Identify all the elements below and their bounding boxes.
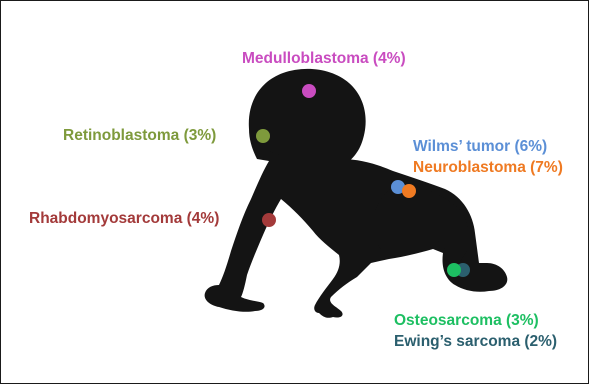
osteosarcoma-marker — [447, 263, 461, 277]
medulloblastoma-marker — [302, 84, 316, 98]
neuroblastoma-marker — [402, 184, 416, 198]
rhabdomyosarcoma-label: Rhabdomyosarcoma (4%) — [29, 210, 219, 228]
retinoblastoma-marker — [256, 129, 270, 143]
osteosarcoma-label: Osteosarcoma (3%) — [394, 312, 539, 330]
rhabdomyosarcoma-marker — [262, 213, 276, 227]
ewings-sarcoma-label: Ewing’s sarcoma (2%) — [394, 333, 557, 351]
medulloblastoma-label: Medulloblastoma (4%) — [242, 50, 406, 68]
baby-ear — [346, 105, 364, 129]
wilms-tumor-label: Wilms’ tumor (6%) — [413, 138, 547, 156]
retinoblastoma-label: Retinoblastoma (3%) — [63, 127, 216, 145]
neuroblastoma-label: Neuroblastoma (7%) — [413, 159, 563, 177]
